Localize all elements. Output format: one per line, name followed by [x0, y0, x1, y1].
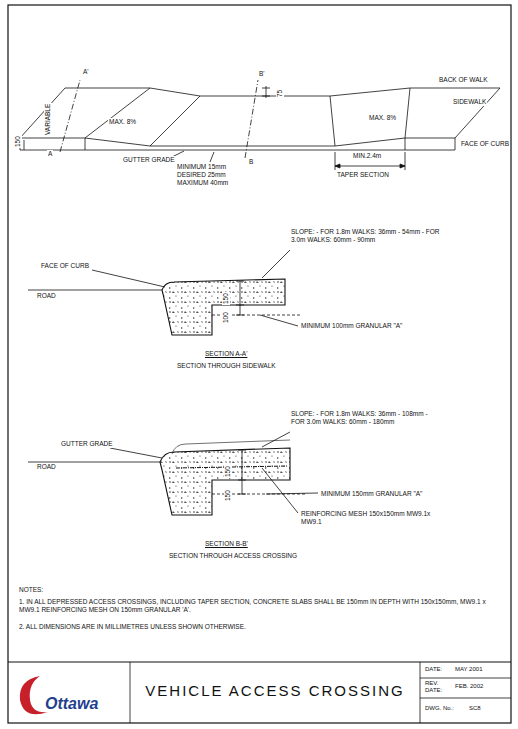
material-note: REINFORCING MESH 150x150mm MW9.1x MW9.1: [300, 510, 452, 526]
part-name: FACE OF CURB: [40, 262, 90, 270]
slope-note: MAX. 8%: [108, 118, 137, 126]
dimension: 100: [222, 311, 230, 324]
title-block-field: DATE:: [424, 666, 443, 673]
title-block-field: DWG. No.:: [424, 705, 455, 712]
slope-note: SLOPE: - FOR 1.8m WALKS: 36mm - 108mm - …: [290, 410, 442, 426]
title-block-value: MAY 2001: [454, 666, 483, 673]
material-note: MINIMUM 100mm GRANULAR "A": [300, 322, 403, 330]
part-name: SIDEWALK: [452, 98, 487, 106]
dimension: 75: [276, 89, 284, 98]
section-caption: SECTION THROUGH SIDEWALK: [176, 362, 277, 370]
title-block-value: SC8: [468, 705, 482, 712]
section-title: SECTION A-A': [204, 350, 248, 358]
dimension: 150: [224, 489, 232, 502]
note: 2. ALL DIMENSIONS ARE IN MILLIMETRES UNL…: [18, 623, 500, 631]
part-name: FACE OF CURB: [460, 140, 510, 148]
part-name: GUTTER GRADE: [122, 156, 176, 164]
dimension: 150: [14, 135, 22, 148]
title-block-field: REV. DATE:: [424, 680, 454, 694]
section-mark: A: [47, 150, 53, 158]
logo-text: Ottawa: [44, 694, 99, 713]
part-name: ROAD: [36, 463, 57, 471]
part-name: TAPER SECTION: [336, 171, 390, 179]
note: 1. IN ALL DEPRESSED ACCESS CROSSINGS, IN…: [18, 598, 500, 614]
part-name: BACK OF WALK: [438, 76, 489, 84]
section-caption: SECTION THROUGH ACCESS CROSSING: [168, 552, 298, 560]
title-block-value: FEB. 2002: [454, 683, 484, 690]
drawing-title: VEHICLE ACCESS CROSSING: [132, 682, 418, 699]
depth-note: MINIMUM 15mm DESIRED 25mm MAXIMUM 40mm: [176, 163, 236, 186]
section-mark: B: [248, 158, 254, 166]
dimension: 150: [224, 465, 232, 478]
notes-heading: NOTES:: [18, 586, 44, 594]
material-note: MINIMUM 150mm GRANULAR "A": [320, 490, 423, 498]
dimension: VARIABLE: [44, 103, 52, 136]
dimension: MIN.2.4m: [352, 152, 382, 160]
dimension: 150: [222, 292, 230, 305]
section-mark: B': [258, 70, 266, 78]
part-name: ROAD: [36, 292, 57, 300]
section-title: SECTION B-B': [204, 540, 249, 548]
section-mark: A': [82, 68, 90, 76]
slope-note: MAX. 8%: [368, 114, 397, 122]
part-name: GUTTER GRADE: [60, 440, 114, 448]
slope-note: SLOPE: - FOR 1.8m WALKS: 36mm - 54mm - F…: [290, 228, 442, 244]
